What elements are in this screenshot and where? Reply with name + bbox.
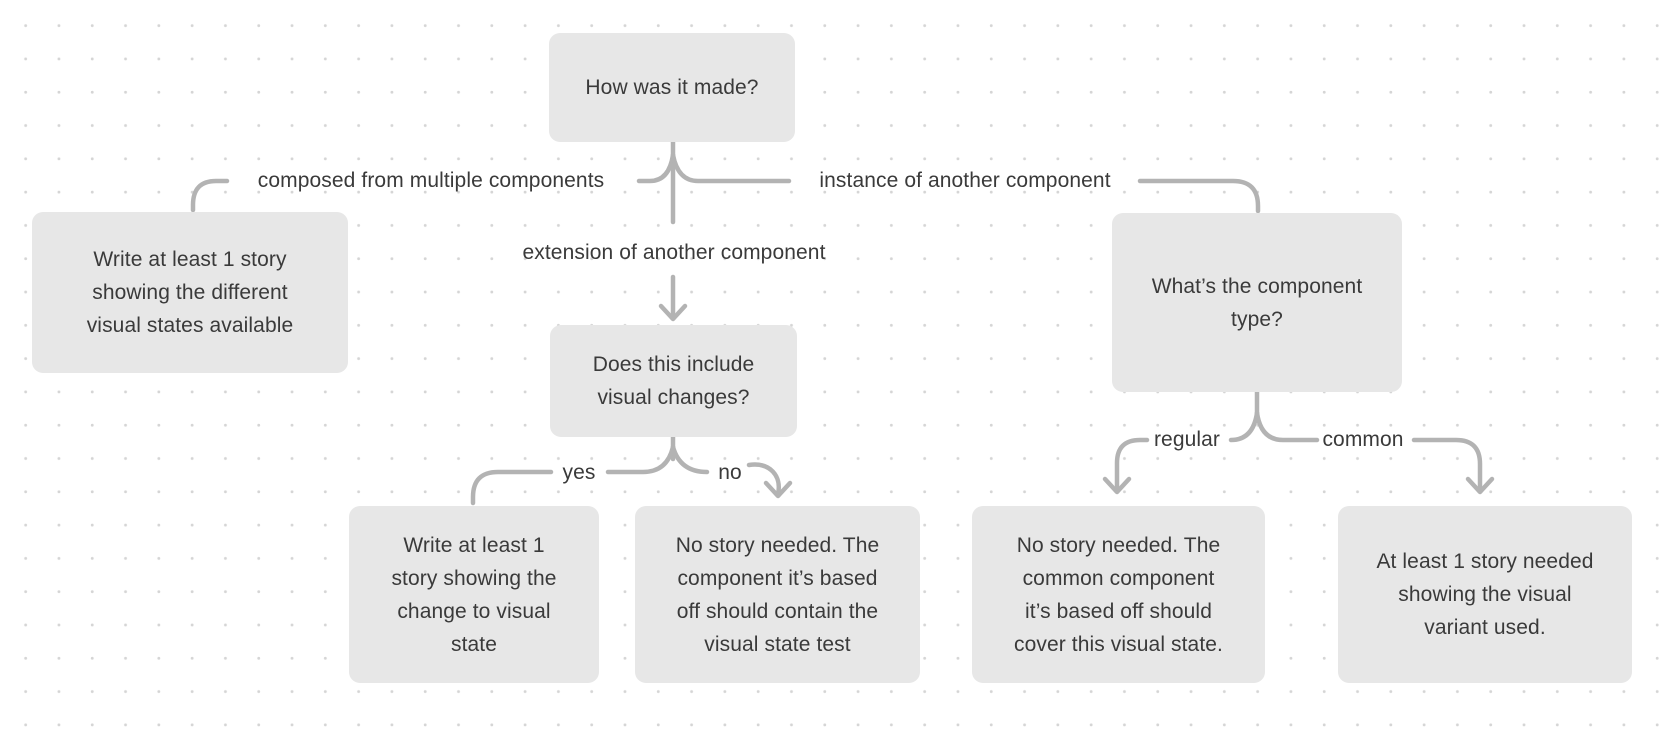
edge-instance-connector[interactable] (670, 152, 1261, 214)
node-label: At least 1 story needed showing the visu… (1376, 550, 1594, 639)
arrowhead-down-icon (1102, 476, 1132, 495)
arrowhead-down-icon (1465, 476, 1495, 495)
node-label: No story needed. The component it’s base… (675, 533, 880, 656)
edge-label-extension[interactable]: extension of another component (522, 241, 826, 264)
node-label: Write at least 1 story showing the chang… (391, 533, 557, 656)
node-write-story-change-visual-state[interactable]: Write at least 1 story showing the chang… (349, 506, 599, 683)
edge-regular-connector[interactable] (1102, 410, 1260, 495)
edge-extension-connector[interactable] (658, 274, 688, 322)
edge-yes-connector[interactable] (470, 444, 676, 506)
edge-label-yes[interactable]: yes (562, 461, 596, 484)
node-story-needed-visual-variant[interactable]: At least 1 story needed showing the visu… (1338, 506, 1632, 683)
node-label: Write at least 1 story showing the diffe… (86, 248, 294, 337)
edge-label-composed[interactable]: composed from multiple components (257, 169, 605, 192)
node-no-story-needed-common-component[interactable]: No story needed. The common component it… (972, 506, 1265, 683)
node-label: Does this include visual changes? (592, 353, 755, 409)
edge-label-common[interactable]: common (1322, 428, 1404, 451)
edge-label-no[interactable]: no (718, 461, 742, 484)
node-how-was-it-made[interactable]: How was it made? (549, 33, 795, 142)
edge-common-connector[interactable] (1254, 410, 1495, 495)
node-label: How was it made? (585, 76, 759, 99)
edge-no-connector[interactable] (670, 444, 793, 499)
arrowhead-down-icon (763, 480, 793, 499)
node-does-this-include-visual-changes[interactable]: Does this include visual changes? (550, 325, 797, 437)
arrowhead-down-icon (658, 303, 688, 322)
node-label: What’s the component type? (1151, 274, 1363, 331)
edge-label-instance[interactable]: instance of another component (819, 169, 1111, 192)
node-no-story-needed-base-component[interactable]: No story needed. The component it’s base… (635, 506, 920, 683)
node-whats-the-component-type[interactable]: What’s the component type? (1112, 213, 1402, 392)
node-write-story-visual-states[interactable]: Write at least 1 story showing the diffe… (32, 212, 348, 373)
node-label: No story needed. The common component it… (1014, 533, 1223, 656)
edge-label-regular[interactable]: regular (1153, 428, 1221, 451)
